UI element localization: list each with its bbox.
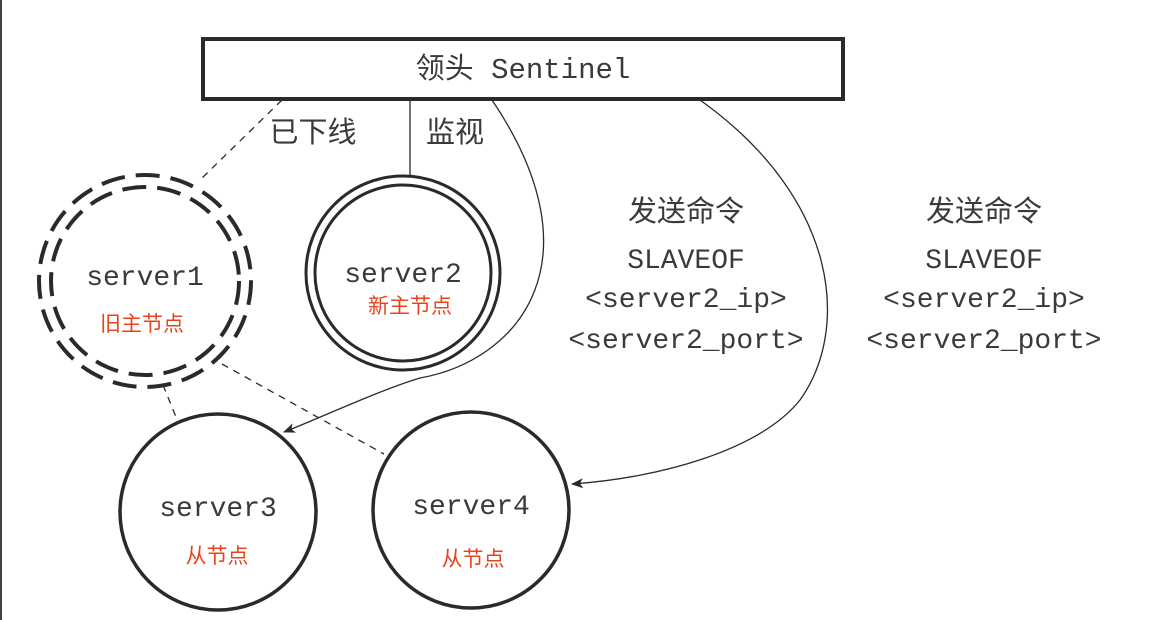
- offline-link-line: [199, 99, 283, 181]
- command-1-title: 发送命令: [628, 194, 744, 228]
- command-arrow-to-server3: [283, 99, 545, 433]
- server4-name: server4: [412, 492, 530, 523]
- leader-sentinel-label: 领头 Sentinel: [416, 52, 631, 87]
- command-1-keyword: SLAVEOF: [627, 246, 745, 277]
- command-arrow-to-server4: [571, 99, 829, 489]
- server3-node: server3 从节点: [118, 412, 318, 612]
- server1-role: 旧主节点: [100, 312, 184, 336]
- server1-server3-link: [162, 384, 177, 418]
- command-block-2: 发送命令 SLAVEOF <server2_ip> <server2_port>: [866, 194, 1101, 357]
- command-2-keyword: SLAVEOF: [925, 246, 1043, 277]
- server2-name: server2: [344, 260, 462, 291]
- server1-node: server1 旧主节点: [37, 173, 253, 389]
- offline-label: 已下线: [269, 115, 356, 149]
- server3-role: 从节点: [186, 544, 249, 568]
- command-block-1: 发送命令 SLAVEOF <server2_ip> <server2_port>: [568, 194, 803, 357]
- command-2-ip: <server2_ip>: [883, 285, 1085, 316]
- server2-node: server2 新主节点: [304, 174, 502, 372]
- server1-server4-link: [221, 363, 385, 455]
- command-2-title: 发送命令: [926, 194, 1042, 228]
- server2-role: 新主节点: [368, 294, 452, 318]
- server3-name: server3: [159, 494, 277, 525]
- monitor-label: 监视: [426, 115, 484, 149]
- leader-sentinel-box: 领头 Sentinel: [201, 37, 845, 101]
- command-2-port: <server2_port>: [866, 326, 1101, 357]
- server4-role: 从节点: [442, 547, 505, 571]
- command-1-ip: <server2_ip>: [585, 285, 787, 316]
- server1-name: server1: [86, 263, 204, 294]
- command-1-port: <server2_port>: [568, 326, 803, 357]
- server4-node: server4 从节点: [371, 410, 571, 610]
